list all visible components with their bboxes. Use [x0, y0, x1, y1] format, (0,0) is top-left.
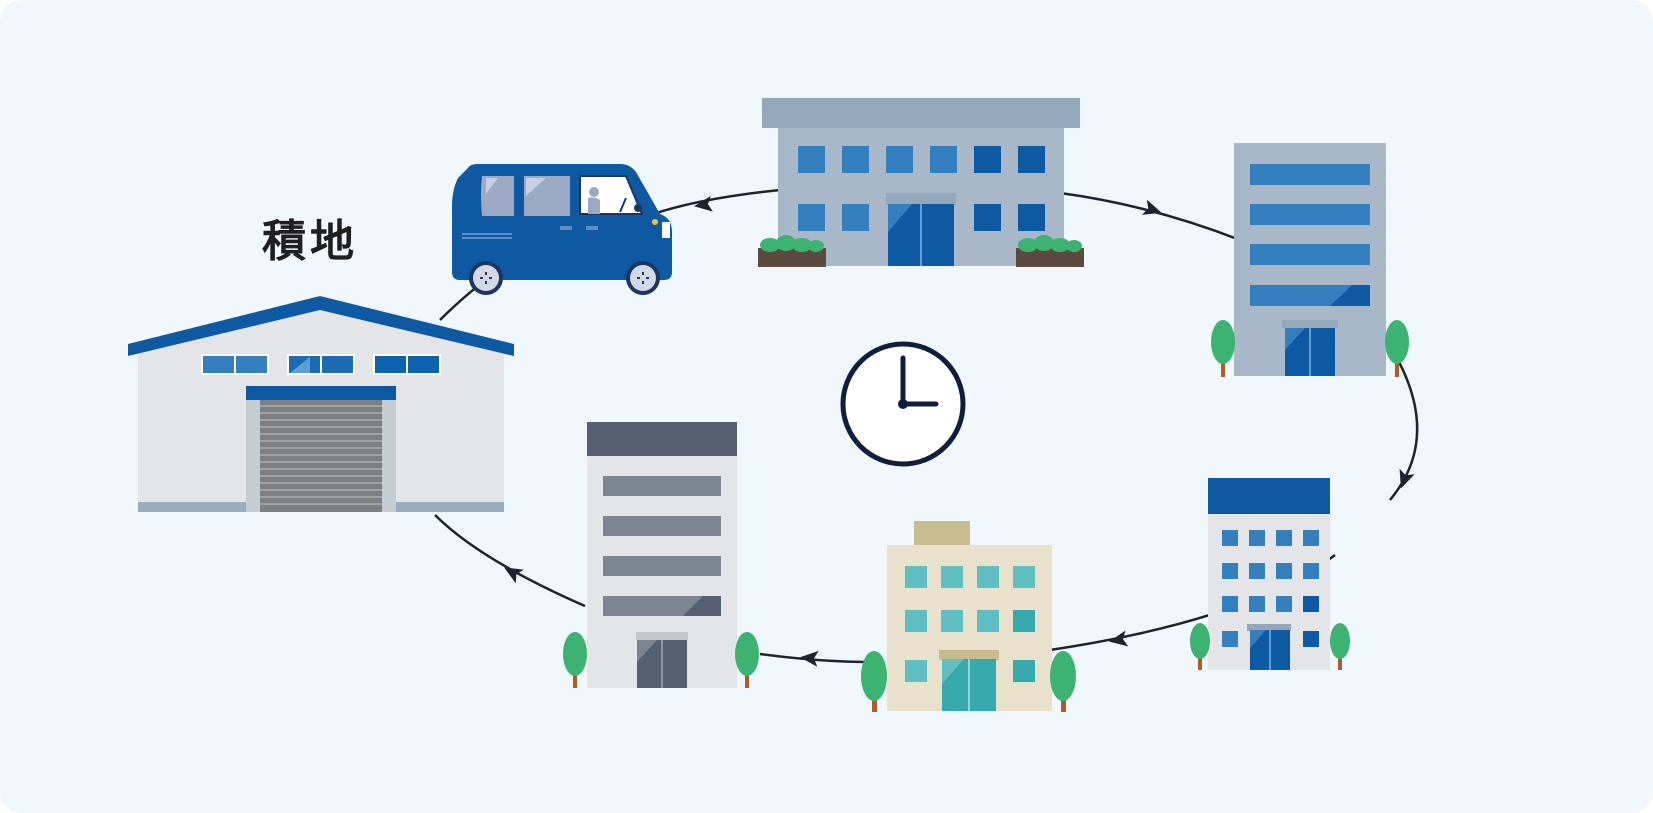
origin-label: 積地 — [262, 216, 358, 267]
route-arrows — [504, 195, 1415, 667]
office-building-icon — [1190, 478, 1350, 670]
office-building-icon — [758, 98, 1084, 267]
clock-icon — [840, 341, 966, 467]
arrow-marker — [1109, 630, 1129, 647]
arrow-marker — [800, 650, 819, 667]
office-tower-icon — [563, 422, 759, 688]
arrow-marker — [1141, 199, 1162, 215]
delivery-van-icon — [452, 164, 672, 295]
arrow-marker — [694, 195, 714, 212]
arrow-marker — [504, 567, 524, 584]
office-tower-icon — [1211, 143, 1409, 377]
warehouse-icon — [128, 296, 514, 512]
office-building-icon — [861, 521, 1076, 712]
arrow-marker — [1399, 468, 1415, 489]
